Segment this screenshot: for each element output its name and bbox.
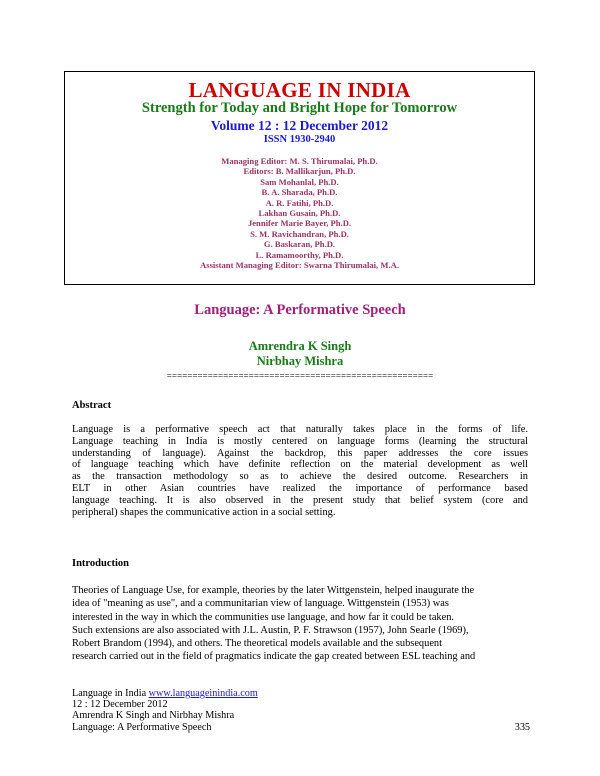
author-name: Nirbhay Mishra	[256, 354, 344, 368]
text-line: of language teaching which have definite…	[72, 459, 528, 471]
text-line: peripheral) shapes the communicative act…	[72, 506, 336, 518]
abstract-paragraph: Language is a performative speech act th…	[72, 424, 528, 518]
editor-line: S. M. Ravichandran, Ph.D.	[250, 228, 349, 239]
editor-line: G. Baskaran, Ph.D.	[263, 239, 336, 250]
journal-header-box: LANGUAGE IN INDIA Strength for Today and…	[64, 71, 535, 285]
footer-authors: Amrendra K Singh and Nirbhay Mishra	[72, 710, 235, 722]
footer-journal-line: Language in India www.languageinindia.co…	[72, 688, 530, 699]
editor-list: Managing Editor: M. S. Thirumalai, Ph.D.…	[65, 156, 534, 270]
text-line: ELT in other Asian countries have realiz…	[72, 482, 528, 494]
text-line: understanding of language). Against the …	[72, 447, 528, 459]
text-line: Language teaching in India is mostly cen…	[72, 435, 528, 447]
text-line: as the transaction methodology so as to …	[72, 471, 528, 483]
abstract-heading: Abstract	[72, 400, 112, 411]
page-number: 335	[514, 721, 530, 733]
text-line: language teaching. It is also observed i…	[72, 494, 528, 506]
text-line: Robert Brandom (1994), and others. The t…	[72, 638, 443, 650]
website-link[interactable]: www.languageinindia.com	[148, 688, 258, 699]
editor-line: Assistant Managing Editor: Swarna Thirum…	[200, 260, 399, 271]
editor-line: Jennifer Marie Bayer, Ph.D.	[247, 218, 352, 229]
introduction-heading: Introduction	[72, 558, 129, 569]
editor-line: A. R. Fatihi, Ph.D.	[265, 197, 334, 208]
text-line: idea of "meaning as use", and a communit…	[72, 598, 449, 610]
journal-tagline: Strength for Today and Bright Hope for T…	[141, 100, 458, 116]
page-footer: Language in India www.languageinindia.co…	[72, 688, 530, 733]
article-title: Language: A Performative Speech	[194, 302, 406, 318]
introduction-paragraph: Theories of Language Use, for example, t…	[72, 584, 528, 664]
editor-line: Lakhan Gusain, Ph.D.	[258, 208, 341, 219]
text-line: research carried out in the field of pra…	[72, 651, 476, 663]
text-line: interested in the way in which the commu…	[72, 611, 455, 623]
editor-line: Sam Mohanlal, Ph.D.	[260, 176, 339, 187]
footer-article-title: Language: A Performative Speech	[72, 721, 212, 733]
volume-info: Volume 12 : 12 December 2012	[210, 118, 389, 133]
text-line: Such extensions are also associated with…	[72, 624, 469, 636]
editor-line: L. Ramamoorthy, Ph.D.	[255, 249, 344, 260]
footer-title-line: Language: A Performative Speech 335	[72, 722, 530, 733]
author-list: Amrendra K Singh Nirbhay Mishra	[0, 339, 600, 369]
editor-line: Managing Editor: M. S. Thirumalai, Ph.D.	[221, 156, 378, 166]
journal-title: LANGUAGE IN INDIA	[188, 78, 411, 102]
editor-line: Editors: B. Mallikarjun, Ph.D.	[243, 166, 356, 177]
author-name: Amrendra K Singh	[248, 339, 352, 353]
separator-rule: ========================================…	[166, 371, 434, 381]
text-line: Language is a performative speech act th…	[72, 424, 528, 435]
footer-issue: 12 : 12 December 2012	[72, 699, 168, 711]
text-line: Theories of Language Use, for example, t…	[72, 585, 475, 596]
footer-journal-name: Language in India	[72, 688, 147, 699]
editor-line: B. A. Sharada, Ph.D.	[261, 187, 338, 198]
issn: ISSN 1930-2940	[263, 134, 336, 145]
